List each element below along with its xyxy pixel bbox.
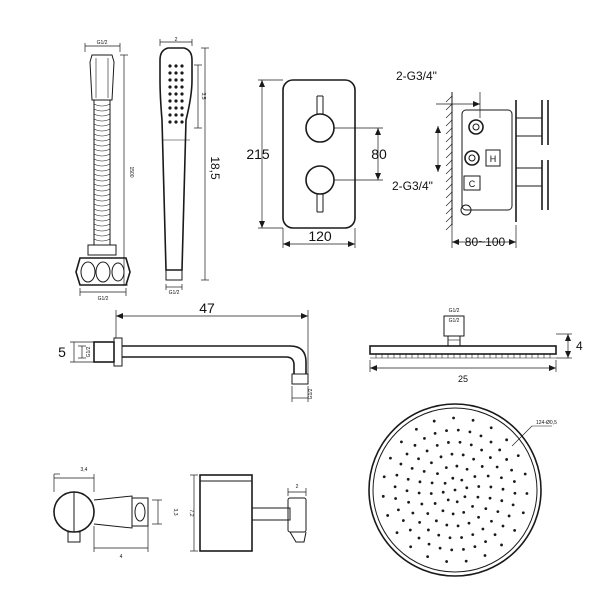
handset-side-dim: 18,5 [208,156,222,180]
holder-right-dim: 3,3 [172,509,178,516]
arm-thread-bottom: G1/2 [308,388,314,399]
shower-head-top-view: 124-Ø0,5 [368,403,557,577]
head-note: 124-Ø0,5 [536,420,557,426]
handset-top-dim: 2 [175,37,178,43]
arm-length-dim: 47 [199,300,215,316]
holder-top-dim: 3,4 [81,467,88,473]
head-width-dim: 25 [458,374,468,384]
valve-bottom-conn: 2-G3/4" [392,179,433,193]
arm-height-dim: 5 [58,344,66,360]
head-side-small2: G1/2 [449,318,460,324]
handset-small-dim: 3,5 [200,93,206,100]
hose-length-dim: 1500 [128,166,134,177]
wall-outlet-holder-side: 2 7,2 [188,474,307,552]
shower-hose: G1/2 1500 G1/2 [75,40,134,302]
hose-bottom-dim: G1/2 [98,296,109,302]
shower-arm: 47 5 G1/2 G1/2 [58,300,314,402]
valve-depth-dim: 80~100 [465,235,506,249]
valve-height-dim: 215 [246,146,270,162]
valve-cold-mark: C [469,179,476,189]
valve-top-conn: 2-G3/4" [396,69,437,83]
valve-hot-mark: H [490,154,497,164]
hand-shower: 2 G1/2 3,5 18,5 [159,37,222,296]
handset-bottom-dim: G1/2 [169,290,180,296]
hose-top-dim: G1/2 [97,40,108,46]
head-height-dim: 4 [576,339,583,353]
head-side-small: G1/2 [449,308,460,314]
wall-outlet-holder-front: 3,4 4 3,3 [53,467,178,560]
arm-thread-left: G1/2 [86,346,92,357]
holder-bottom-dim: 4 [120,554,123,560]
valve-spacing-dim: 80 [371,146,387,162]
shower-head-side-view: G1/2 G1/2 4 25 [369,308,583,384]
holder-side-top-dim: 2 [296,484,299,490]
valve-side-view: H C 2-G3/4" 2-G3/4" 80~100 [392,69,549,249]
holder-side-height-dim: 7,2 [188,510,194,517]
valve-front-view: 215 80 120 [246,79,387,248]
valve-width-dim: 120 [308,228,332,244]
